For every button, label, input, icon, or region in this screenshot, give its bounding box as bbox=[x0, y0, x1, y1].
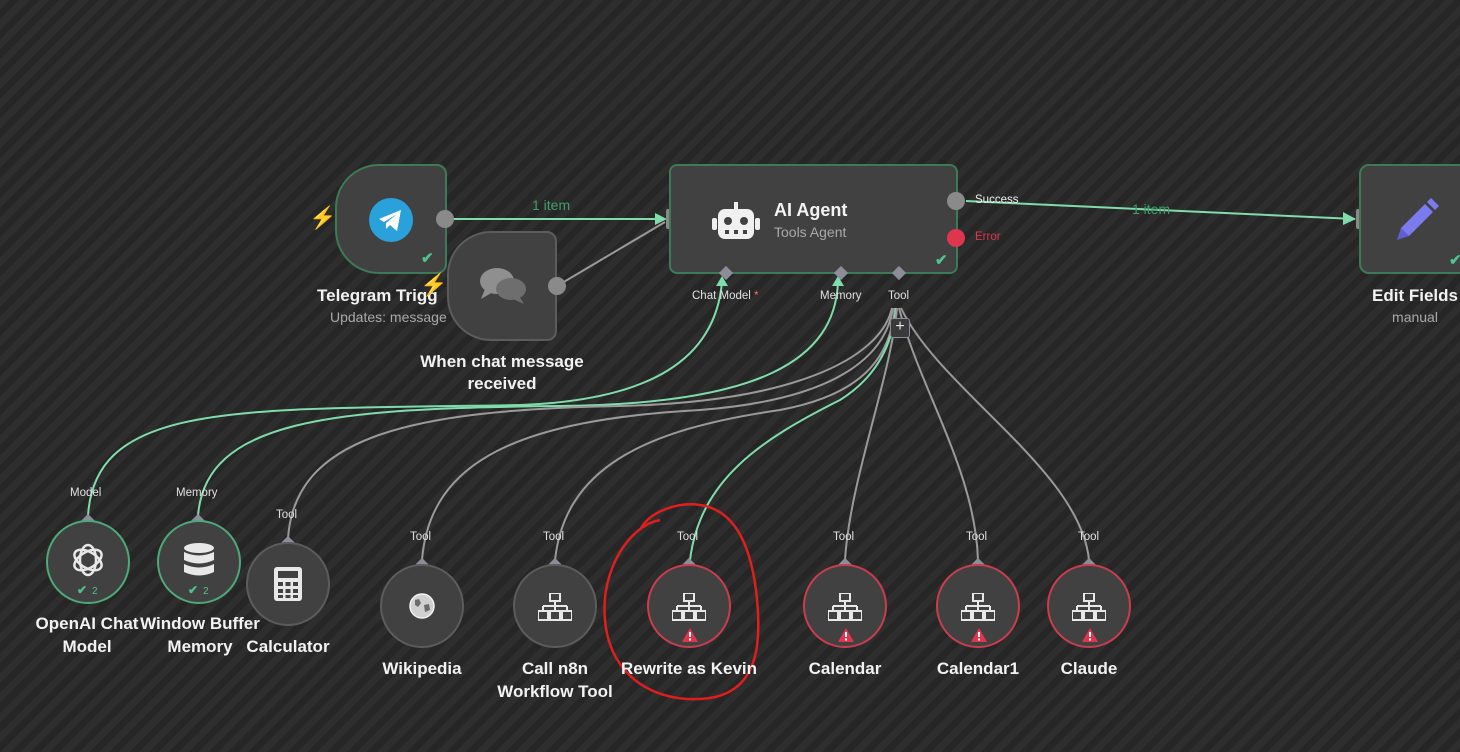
node-calculator[interactable] bbox=[246, 542, 330, 626]
node-window-buffer-memory[interactable]: ✔ 2 bbox=[157, 520, 241, 604]
sitemap-icon bbox=[961, 593, 995, 621]
success-check-icon: ✔ bbox=[1449, 252, 1460, 269]
node-title: Memory bbox=[167, 637, 233, 656]
port-label-tool: Tool bbox=[1078, 531, 1100, 543]
node-title: Call n8n bbox=[521, 659, 589, 678]
node-calendar[interactable] bbox=[803, 564, 887, 648]
chat-bubbles-icon bbox=[480, 268, 526, 304]
success-check-icon: ✔ bbox=[935, 252, 948, 269]
node-edit-fields[interactable]: ✔ bbox=[1359, 164, 1460, 274]
sitemap-icon bbox=[672, 593, 706, 621]
node-subtitle: manual bbox=[1392, 309, 1438, 325]
warning-icon bbox=[1082, 628, 1098, 642]
connection-claude-tool bbox=[900, 307, 1090, 561]
warning-icon bbox=[682, 628, 698, 642]
success-check-icon: ✔ bbox=[77, 583, 88, 597]
node-title: Telegram Trigg bbox=[317, 286, 438, 305]
agent-error-port[interactable] bbox=[947, 229, 965, 247]
port-label-model: Model bbox=[70, 487, 102, 499]
warning-icon bbox=[971, 628, 987, 642]
sitemap-icon bbox=[828, 593, 862, 621]
telegram-output-port[interactable] bbox=[436, 210, 454, 228]
port-label-chat-model: Chat Model * bbox=[692, 290, 759, 302]
node-openai-chat-model[interactable]: ✔ 2 bbox=[46, 520, 130, 604]
node-calendar1[interactable] bbox=[936, 564, 1020, 648]
robot-icon bbox=[712, 202, 760, 239]
edge-item-count: 1 item bbox=[532, 197, 571, 213]
port-label-tool: Tool bbox=[677, 531, 699, 543]
node-subtitle: Updates: message bbox=[330, 309, 447, 325]
node-telegram-trigger[interactable]: ✔ bbox=[335, 164, 447, 274]
wikipedia-globe-icon bbox=[409, 593, 435, 619]
node-title: Workflow Tool bbox=[497, 682, 613, 701]
connection-chat-agent bbox=[556, 221, 666, 287]
port-label-memory: Memory bbox=[176, 487, 218, 499]
connection-workflow-tool bbox=[554, 307, 896, 561]
port-label-tool: Tool bbox=[833, 531, 855, 543]
node-title: Calendar bbox=[808, 659, 882, 678]
node-title: Calculator bbox=[246, 637, 330, 656]
connection-calendar1-tool bbox=[898, 307, 979, 561]
trigger-bolt-icon: ⚡ bbox=[420, 272, 448, 297]
connection-calculator-tool bbox=[287, 307, 893, 539]
port-label-tool: Tool bbox=[888, 290, 910, 302]
success-check-icon: ✔ bbox=[188, 583, 199, 597]
node-title: Edit Fields bbox=[1372, 286, 1458, 305]
connection-calendar-tool bbox=[844, 307, 898, 561]
edge-item-count: 1 item bbox=[1132, 201, 1171, 217]
annotation-circle bbox=[603, 503, 760, 701]
node-title: AI Agent bbox=[774, 200, 848, 220]
node-title: OpenAI Chat bbox=[35, 614, 139, 633]
node-title: Model bbox=[62, 637, 112, 656]
sitemap-icon bbox=[1072, 593, 1106, 621]
run-count: 2 bbox=[203, 586, 209, 597]
success-check-icon: ✔ bbox=[421, 250, 434, 267]
connection-agent-edit bbox=[965, 200, 1356, 220]
port-label-tool: Tool bbox=[276, 509, 298, 521]
node-wikipedia[interactable] bbox=[380, 564, 464, 648]
node-title: Claude bbox=[1060, 659, 1118, 678]
node-claude[interactable] bbox=[1047, 564, 1131, 648]
trigger-bolt-icon: ⚡ bbox=[309, 205, 337, 230]
node-title: Rewrite as Kevin bbox=[620, 659, 758, 678]
node-rewrite-as-kevin[interactable] bbox=[647, 564, 731, 648]
port-label-tool: Tool bbox=[410, 531, 432, 543]
telegram-icon bbox=[369, 198, 413, 242]
chat-output-port[interactable] bbox=[548, 277, 566, 295]
database-icon bbox=[184, 543, 214, 576]
add-tool-button[interactable]: + bbox=[890, 318, 910, 338]
port-label-tool: Tool bbox=[966, 531, 988, 543]
arrowhead bbox=[655, 213, 667, 225]
port-label-tool: Tool bbox=[543, 531, 565, 543]
node-title: Calendar1 bbox=[936, 659, 1020, 678]
node-call-n8n-workflow-tool[interactable] bbox=[513, 564, 597, 648]
connection-wikipedia-tool bbox=[421, 307, 894, 561]
node-title: When chat message bbox=[420, 352, 584, 371]
pencil-icon bbox=[1397, 198, 1439, 240]
node-subtitle: Tools Agent bbox=[774, 224, 847, 240]
connection-memory-agent bbox=[197, 281, 839, 517]
node-title: received bbox=[467, 374, 537, 393]
sitemap-icon bbox=[538, 593, 572, 621]
success-output-label: Success bbox=[975, 194, 1019, 206]
node-title: Window Buffer bbox=[140, 614, 260, 633]
node-title: Wikipedia bbox=[382, 659, 462, 678]
agent-success-port[interactable] bbox=[947, 192, 965, 210]
arrowhead bbox=[1343, 212, 1356, 225]
calculator-icon bbox=[274, 567, 302, 601]
node-ai-agent[interactable]: AI Agent Tools Agent ✔ bbox=[669, 164, 958, 274]
connection-openai-agent bbox=[87, 281, 723, 517]
connection-rewrite-tool bbox=[689, 307, 897, 561]
node-chat-trigger[interactable] bbox=[447, 231, 557, 341]
port-label-memory: Memory bbox=[820, 290, 862, 302]
warning-icon bbox=[838, 628, 854, 642]
run-count: 2 bbox=[92, 586, 98, 597]
error-output-label: Error bbox=[975, 231, 1001, 243]
openai-icon bbox=[73, 543, 103, 577]
